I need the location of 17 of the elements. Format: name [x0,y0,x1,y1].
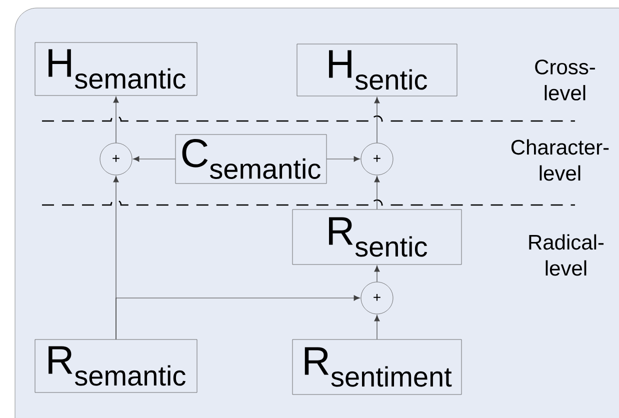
arrow [326,156,360,162]
arrow [374,314,380,340]
process-box: $\mathrm{H}_{\mathrm{sentic}}$ [296,44,458,96]
arrow [113,96,119,144]
level-label: Radical-level [529,234,604,276]
process-box: $\mathrm{C}_{\mathrm{semantic}}$ [175,134,327,184]
process-box: $\mathrm{H}_{\mathrm{semantic}}$ [34,42,198,96]
process-box: $\mathrm{R}_{\mathrm{semantic}}$ [34,339,198,393]
process-box: $\mathrm{R}_{\mathrm{sentiment}}$ [292,339,462,395]
level-label: Character-level [511,139,609,181]
arrow [133,156,176,162]
level-label: Cross-level [535,60,595,100]
process-box: $\mathrm{R}_{\mathrm{sentic}}$ [292,209,462,265]
arrow [374,176,380,210]
arrow [374,97,380,144]
arrow [374,265,380,282]
arrow [116,295,360,340]
